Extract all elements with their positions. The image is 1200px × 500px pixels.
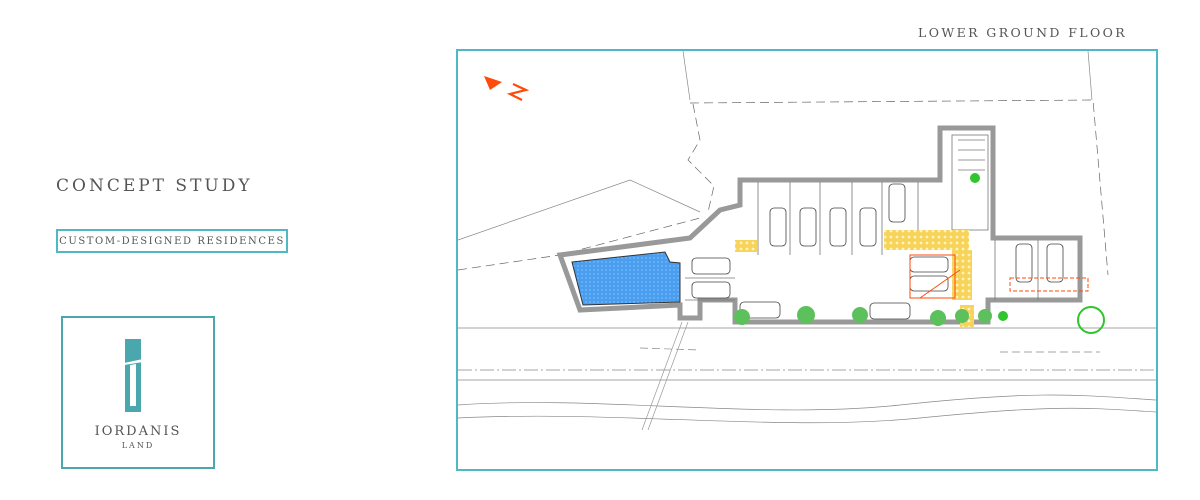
floor-plan-frame [456, 49, 1158, 471]
swimming-pool [571, 251, 681, 306]
subtitle-badge: CUSTOM-DESIGNED RESIDENCES [56, 229, 288, 253]
page-title: CONCEPT STUDY [56, 176, 253, 196]
paving [735, 230, 974, 327]
cars [691, 183, 1064, 320]
floor-label: LOWER GROUND FLOOR [918, 25, 1128, 40]
iordanis-logo-mark-icon [124, 339, 143, 412]
north-arrow-icon [484, 76, 530, 101]
logo-sub: LAND [121, 441, 155, 450]
subtitle-text: CUSTOM-DESIGNED RESIDENCES [59, 235, 285, 247]
logo-name: IORDANIS [94, 424, 182, 439]
logo: IORDANIS LAND [61, 316, 215, 469]
trees [734, 173, 1105, 334]
